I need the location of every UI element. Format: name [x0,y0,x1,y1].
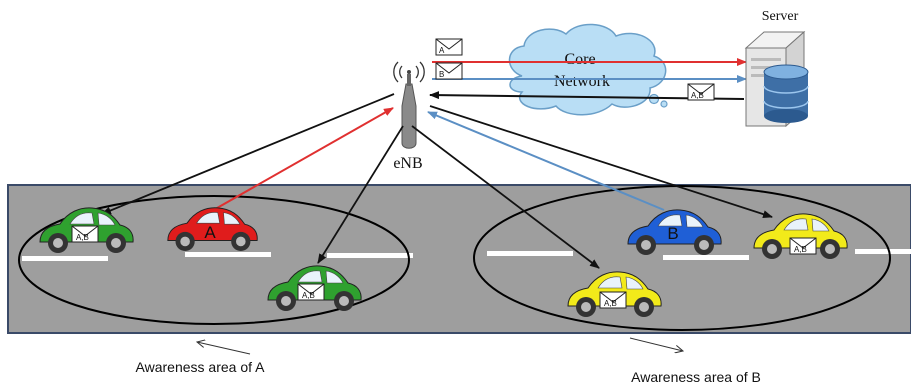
envelope-icon [687,83,715,101]
envelope-icon [297,283,325,301]
downlink-enb-to-green-mid [317,125,404,264]
uplink-car-a [209,107,394,213]
database-icon [763,64,809,123]
envelope-icon [599,291,627,309]
car-yellow-mid-message: A,B [604,299,617,308]
envelope-icon [435,62,463,80]
awareness-a-pointer [197,342,251,355]
envelope-label-ab: A,B [691,91,704,100]
enb-label: eNB [393,155,422,172]
envelope-icon [71,225,99,243]
core-network-label-line2: Network [554,73,610,90]
car-green-mid-message: A,B [302,291,315,300]
downlink-enb-to-yellow-mid [411,125,600,269]
core-network-label-line1: Core [564,51,595,68]
road [7,184,911,334]
envelope-label-b: B [439,70,444,79]
envelope-icon [435,38,463,56]
car-green-left-message: A,B [76,233,89,242]
car-red-label: A [204,223,216,242]
downlink-enb-to-green-left [101,93,395,215]
awareness-b-pointer [629,337,683,351]
awareness-area-a-ellipse [18,195,410,325]
lane-markings [22,249,911,261]
awareness-area-a-label: Awareness area of A [136,359,266,375]
enb-antenna-icon [393,61,425,149]
car-blue-label: B [667,224,678,243]
awareness-area-b-label: Awareness area of B [631,369,761,385]
awareness-area-b-ellipse [473,185,891,331]
car-yellow-right-message: A,B [794,245,807,254]
envelope-icon [789,237,817,255]
uplink-car-b [427,111,665,211]
downlink-enb-to-yellow-right [429,105,773,219]
envelope-label-a: A [439,46,445,55]
server-label: Server [762,9,799,24]
core-network-cloud [508,23,668,116]
